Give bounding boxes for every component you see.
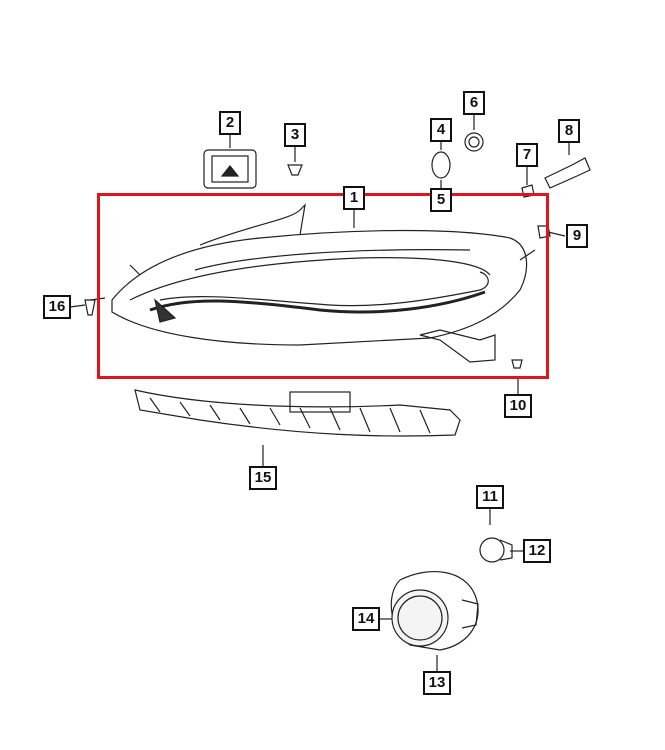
callout-7[interactable]: 7 <box>516 143 538 167</box>
clip-3 <box>287 164 303 176</box>
callout-12[interactable]: 12 <box>523 539 551 563</box>
callout-13[interactable]: 13 <box>423 671 451 695</box>
grommet-6 <box>464 132 484 152</box>
highlighted-part-frame <box>97 193 549 379</box>
callout-11[interactable]: 11 <box>476 485 504 509</box>
leader-lines <box>69 115 570 671</box>
callout-15[interactable]: 15 <box>249 466 277 490</box>
callout-6[interactable]: 6 <box>463 91 485 115</box>
bulb-socket <box>479 537 513 563</box>
nut-9 <box>537 225 551 239</box>
callout-5[interactable]: 5 <box>430 188 452 212</box>
fog-lamp <box>390 571 479 651</box>
bulb-4 <box>431 151 451 179</box>
screw-10 <box>511 359 523 369</box>
callout-8[interactable]: 8 <box>558 119 580 143</box>
callout-3[interactable]: 3 <box>284 123 306 147</box>
bulb-8 <box>544 157 591 189</box>
callout-2[interactable]: 2 <box>219 111 241 135</box>
headlamp-assembly <box>111 203 536 363</box>
mounting-bracket <box>134 389 461 437</box>
callout-14[interactable]: 14 <box>352 607 380 631</box>
callout-10[interactable]: 10 <box>504 394 532 418</box>
ballast-module <box>203 149 257 189</box>
callout-16[interactable]: 16 <box>43 295 71 319</box>
callout-9[interactable]: 9 <box>566 224 588 248</box>
callout-4[interactable]: 4 <box>430 118 452 142</box>
callout-1[interactable]: 1 <box>343 186 365 210</box>
